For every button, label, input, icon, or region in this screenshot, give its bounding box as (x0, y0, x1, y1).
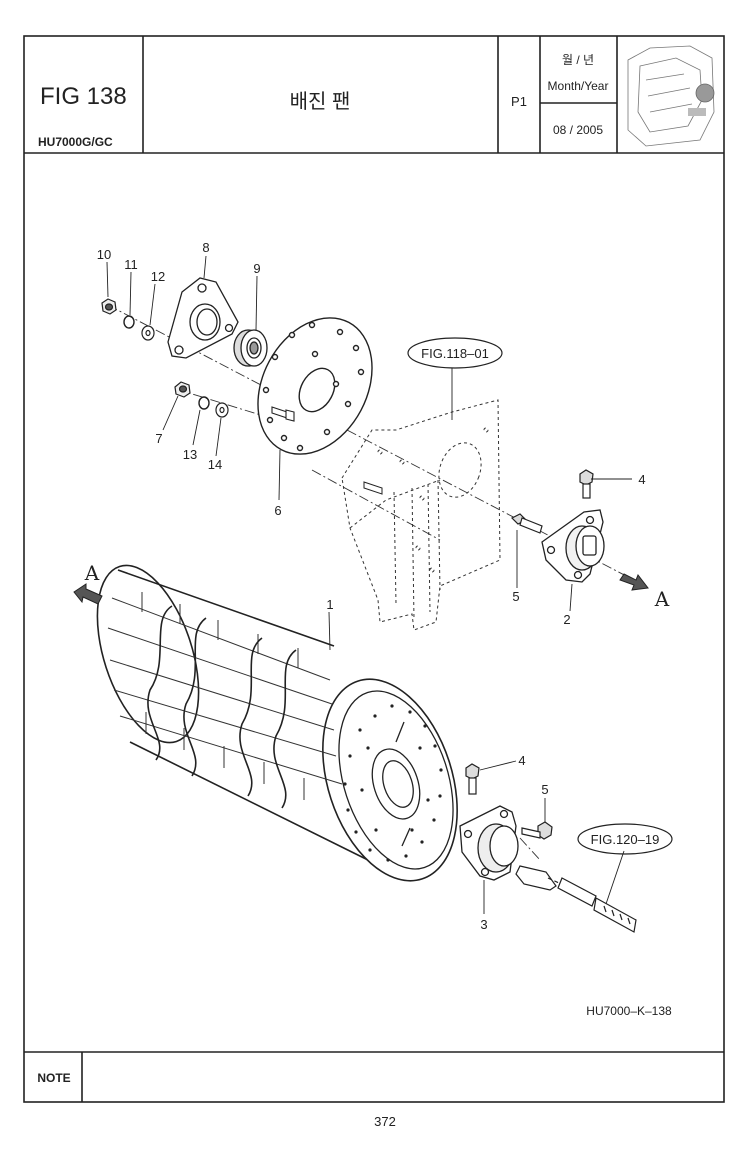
callout-12: 12 (151, 269, 165, 284)
fan-disc-holes (343, 704, 443, 862)
fan-bands (147, 605, 297, 809)
stud-bolt (363, 481, 383, 495)
month-year-korean: 월 / 년 (562, 53, 594, 67)
arrow-right-label: A (654, 587, 670, 611)
callout-8: 8 (202, 240, 209, 255)
note-label: NOTE (37, 1071, 70, 1085)
callout-6: 6 (274, 503, 281, 518)
bearing-9 (233, 329, 268, 367)
fan-end-disc (338, 690, 454, 870)
fig-number: FIG 138 (40, 83, 127, 110)
ref-fig-120-19: FIG.120–19 (591, 832, 660, 847)
ref-oval-fig-118 (407, 337, 503, 369)
arrow-left-label: A (84, 561, 100, 585)
drawing-code: HU7000–K–138 (586, 1004, 672, 1018)
bearing-flange-8 (167, 277, 239, 359)
callout-1: 1 (326, 597, 333, 612)
frame-phantom (341, 399, 501, 631)
nut-10 (101, 298, 117, 315)
callout-3: 3 (480, 917, 487, 932)
bolt-5-lower (521, 821, 553, 840)
washer-14 (215, 402, 229, 418)
model-code: HU7000G/GC (38, 135, 113, 149)
bolt-4-lower (465, 763, 480, 795)
callout-13: 13 (183, 447, 197, 462)
date-value: 08 / 2005 (553, 123, 603, 137)
bolt-4-upper (579, 469, 594, 499)
bolt-5-upper (510, 513, 543, 534)
ref-oval-fig-120 (577, 823, 673, 855)
callout-9: 9 (253, 261, 260, 276)
nut-7 (174, 381, 191, 398)
callout-2: 2 (563, 612, 570, 627)
callout-7: 7 (155, 431, 162, 446)
fan-blades (107, 592, 343, 800)
figure-title: 배진 팬 (290, 90, 351, 113)
arrow-left (73, 583, 103, 605)
bearing-housing-2 (541, 509, 605, 583)
page-code: P1 (511, 94, 527, 109)
month-year-label: Month/Year (548, 79, 609, 93)
leader-lines (106, 255, 632, 914)
ref-fig-118-01: FIG.118–01 (421, 346, 489, 361)
header-frame (23, 35, 725, 1103)
callout-4-lower: 4 (518, 753, 525, 768)
callout-5-upper: 5 (512, 589, 519, 604)
arrow-right (619, 573, 649, 591)
spring-washer-11 (123, 315, 135, 329)
disc-bolt (271, 406, 295, 422)
callout-10: 10 (97, 247, 111, 262)
machine-thumbnail (627, 45, 715, 147)
page-number: 372 (374, 1114, 396, 1129)
washer-12 (141, 325, 155, 341)
callout-5-lower: 5 (541, 782, 548, 797)
callout-4-upper: 4 (638, 472, 645, 487)
callout-14: 14 (208, 457, 222, 472)
drive-shaft (515, 865, 637, 933)
bearing-housing-3 (459, 805, 519, 881)
callout-11: 11 (124, 257, 138, 272)
disc-plate-6 (257, 317, 373, 455)
spring-washer-13 (198, 396, 210, 410)
